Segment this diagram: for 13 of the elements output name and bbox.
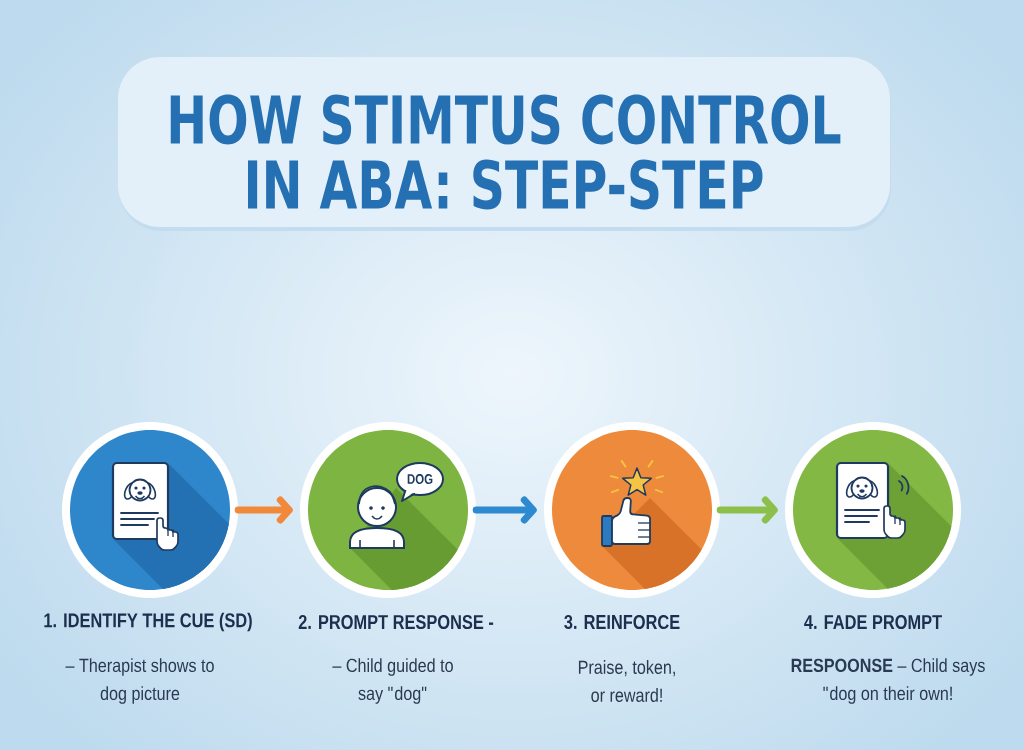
step-description: – Child guided to say "dog" — [332, 658, 453, 704]
step-heading: 4. FADE PROMPT — [804, 614, 942, 630]
step-heading: 3. REINFORCE — [564, 614, 680, 630]
step-description: Praise, token, or reward! — [578, 660, 675, 702]
step-description: – Therapist shows to dog picture — [65, 658, 214, 704]
title-banner: HOW STIMTUS CONTROL IN ABA: STEP-STEP — [118, 57, 891, 231]
arrow — [472, 496, 537, 524]
speech-bubble: DOG — [396, 462, 444, 502]
arrow — [716, 496, 778, 524]
step-heading: 1. IDENTIFY THE CUE (SD) — [44, 612, 252, 632]
step-description: RESPOONSE – Child says "dog on their own! — [791, 658, 985, 704]
arrow — [234, 496, 293, 524]
step-heading: 2. PROMPT RESPONSE - — [298, 614, 494, 630]
